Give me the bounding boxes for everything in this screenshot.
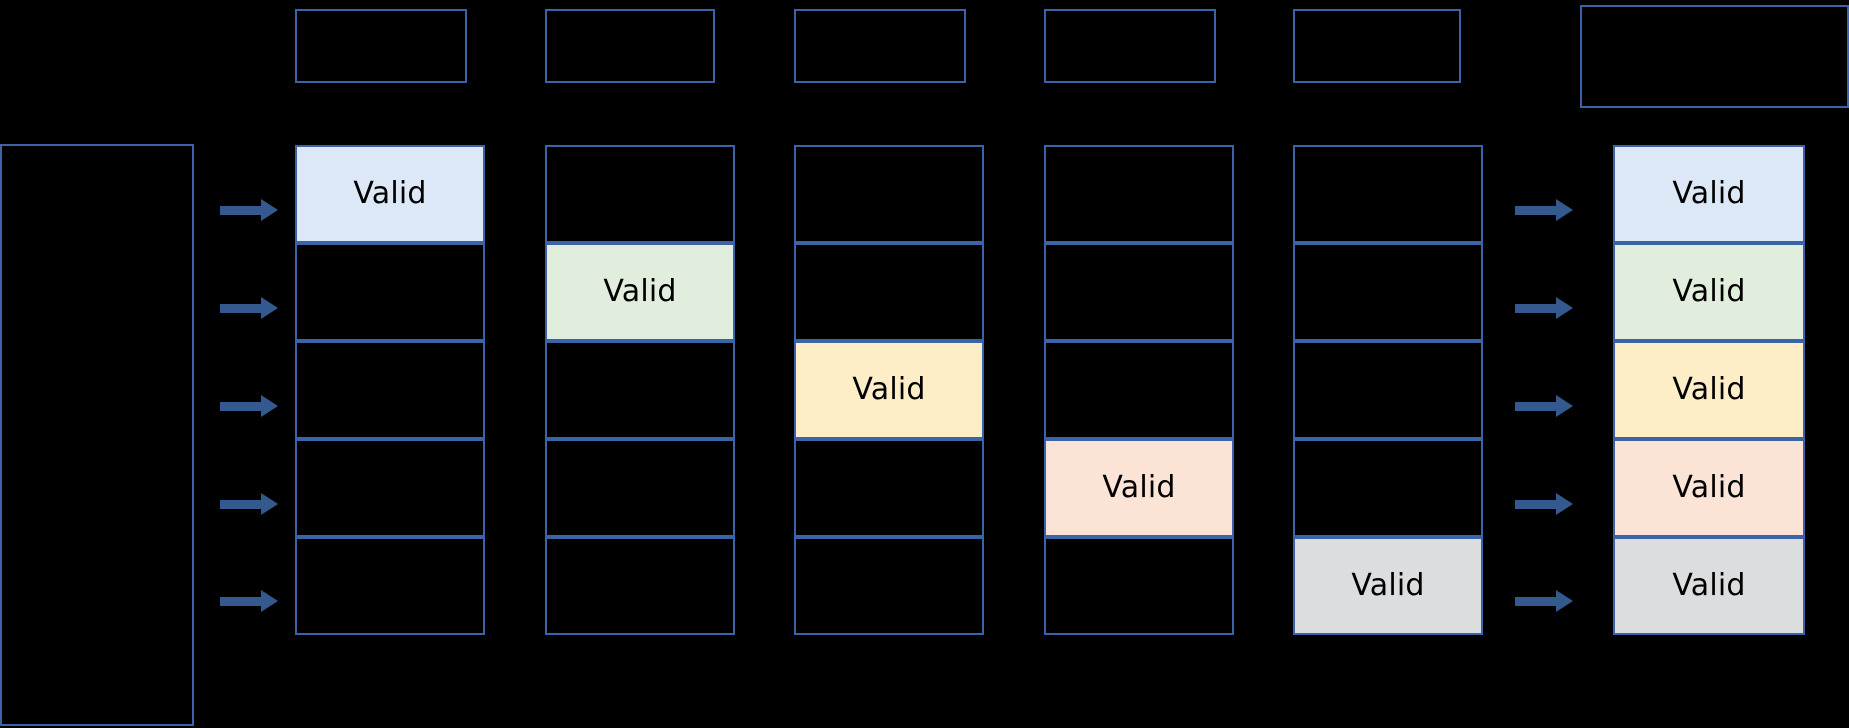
column-3-cell-1[interactable] [794, 145, 984, 243]
arrow-head-icon [261, 493, 278, 515]
column-4-cell-1[interactable] [1044, 145, 1234, 243]
column-4-cell-4-label: Valid [1102, 470, 1176, 505]
header-box-6[interactable] [1580, 5, 1849, 108]
input-arrow-2-shaft [220, 304, 263, 313]
arrow-head-icon [261, 199, 278, 221]
column-1-cell-3[interactable] [295, 341, 485, 439]
arrow-head-icon [1556, 297, 1573, 319]
output-arrow-1-shaft [1515, 206, 1558, 215]
result-cell-4-label: Valid [1672, 470, 1746, 505]
arrow-head-icon [1556, 395, 1573, 417]
column-1-cell-5[interactable] [295, 537, 485, 635]
column-3-cell-2[interactable] [794, 243, 984, 341]
header-box-5[interactable] [1293, 9, 1461, 83]
output-arrow-3-shaft [1515, 402, 1558, 411]
result-cell-5[interactable]: Valid [1613, 537, 1805, 635]
arrow-head-icon [261, 297, 278, 319]
column-2-cell-2-label: Valid [603, 274, 677, 309]
output-arrow-4-shaft [1515, 500, 1558, 509]
result-cell-2[interactable]: Valid [1613, 243, 1805, 341]
result-cell-1[interactable]: Valid [1613, 145, 1805, 243]
arrow-head-icon [1556, 493, 1573, 515]
column-5-cell-5-label: Valid [1351, 568, 1425, 603]
input-arrow-5-shaft [220, 597, 263, 606]
input-arrow-3-shaft [220, 402, 263, 411]
column-5-cell-3[interactable] [1293, 341, 1483, 439]
output-arrow-2-shaft [1515, 304, 1558, 313]
column-2-cell-1[interactable] [545, 145, 735, 243]
column-5-cell-2[interactable] [1293, 243, 1483, 341]
column-1-cell-1-label: Valid [353, 176, 427, 211]
header-box-4[interactable] [1044, 9, 1216, 83]
column-4-cell-2[interactable] [1044, 243, 1234, 341]
column-3-cell-5[interactable] [794, 537, 984, 635]
column-1-cell-2[interactable] [295, 243, 485, 341]
column-2-cell-5[interactable] [545, 537, 735, 635]
output-arrow-5-shaft [1515, 597, 1558, 606]
column-5-cell-4[interactable] [1293, 439, 1483, 537]
result-cell-4[interactable]: Valid [1613, 439, 1805, 537]
result-cell-2-label: Valid [1672, 274, 1746, 309]
header-box-2[interactable] [545, 9, 715, 83]
column-5-cell-1[interactable] [1293, 145, 1483, 243]
result-cell-5-label: Valid [1672, 568, 1746, 603]
column-4-cell-5[interactable] [1044, 537, 1234, 635]
left-panel-box[interactable] [0, 144, 194, 726]
result-cell-3[interactable]: Valid [1613, 341, 1805, 439]
header-box-3[interactable] [794, 9, 966, 83]
input-arrow-4-shaft [220, 500, 263, 509]
column-4-cell-3[interactable] [1044, 341, 1234, 439]
header-box-1[interactable] [295, 9, 467, 83]
arrow-head-icon [261, 590, 278, 612]
arrow-head-icon [1556, 590, 1573, 612]
result-cell-1-label: Valid [1672, 176, 1746, 211]
column-5-cell-5[interactable]: Valid [1293, 537, 1483, 635]
column-3-cell-3-label: Valid [852, 372, 926, 407]
column-3-cell-4[interactable] [794, 439, 984, 537]
column-1-cell-1[interactable]: Valid [295, 145, 485, 243]
arrow-head-icon [261, 395, 278, 417]
arrow-head-icon [1556, 199, 1573, 221]
column-3-cell-3[interactable]: Valid [794, 341, 984, 439]
column-2-cell-2[interactable]: Valid [545, 243, 735, 341]
input-arrow-1-shaft [220, 206, 263, 215]
column-2-cell-3[interactable] [545, 341, 735, 439]
result-cell-3-label: Valid [1672, 372, 1746, 407]
column-4-cell-4[interactable]: Valid [1044, 439, 1234, 537]
column-1-cell-4[interactable] [295, 439, 485, 537]
column-2-cell-4[interactable] [545, 439, 735, 537]
